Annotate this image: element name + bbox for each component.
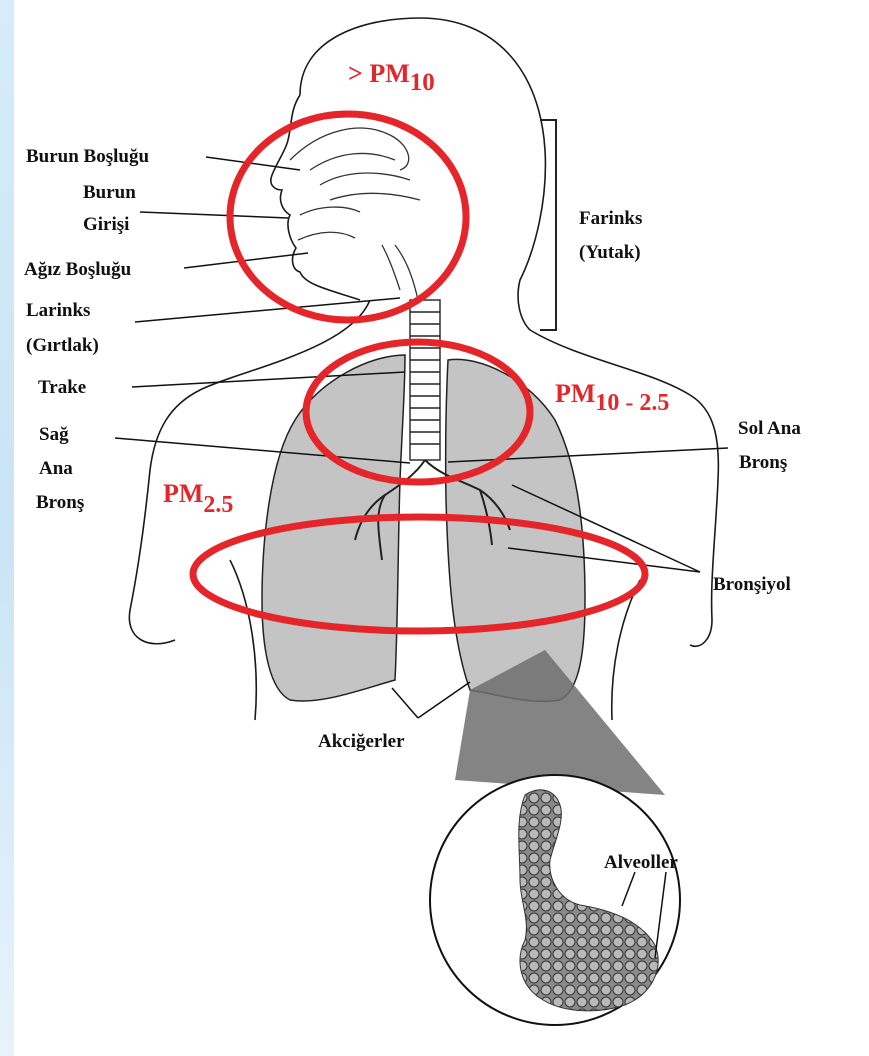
nasal-oral-cavity	[290, 128, 420, 300]
label-sag-ana-bronc-2: Ana	[39, 458, 73, 479]
label-trake: Trake	[38, 377, 86, 398]
pm-lower-label: PM2.5	[163, 479, 233, 518]
label-larinks-1: Larinks	[26, 300, 90, 321]
label-farinks-2: (Yutak)	[579, 242, 641, 263]
pm-middle-label: PM10 - 2.5	[555, 379, 669, 416]
label-farinks-1: Farinks	[579, 208, 642, 229]
label-agiz-boslugu: Ağız Boşluğu	[24, 259, 132, 280]
label-sag-ana-bronc-1: Sağ	[39, 424, 69, 445]
label-sol-ana-bronc-1: Sol Ana	[738, 418, 801, 439]
label-larinks-2: (Gırtlak)	[26, 335, 99, 356]
label-sol-ana-bronc-2: Bronş	[739, 452, 787, 473]
label-sag-ana-bronc-3: Bronş	[36, 492, 84, 513]
label-burun-boslugu: Burun Boşluğu	[26, 146, 149, 167]
label-bronsiyol: Bronşiyol	[713, 574, 791, 595]
trachea	[410, 300, 440, 460]
pm-upper-label: > PM10	[348, 59, 435, 96]
label-burun-girisi-1: Burun	[83, 182, 136, 203]
label-alveoller: Alveoller	[604, 852, 678, 873]
farinks-bracket	[540, 120, 556, 330]
label-akcigerler: Akciğerler	[318, 731, 405, 752]
label-burun-girisi-2: Girişi	[83, 214, 129, 235]
